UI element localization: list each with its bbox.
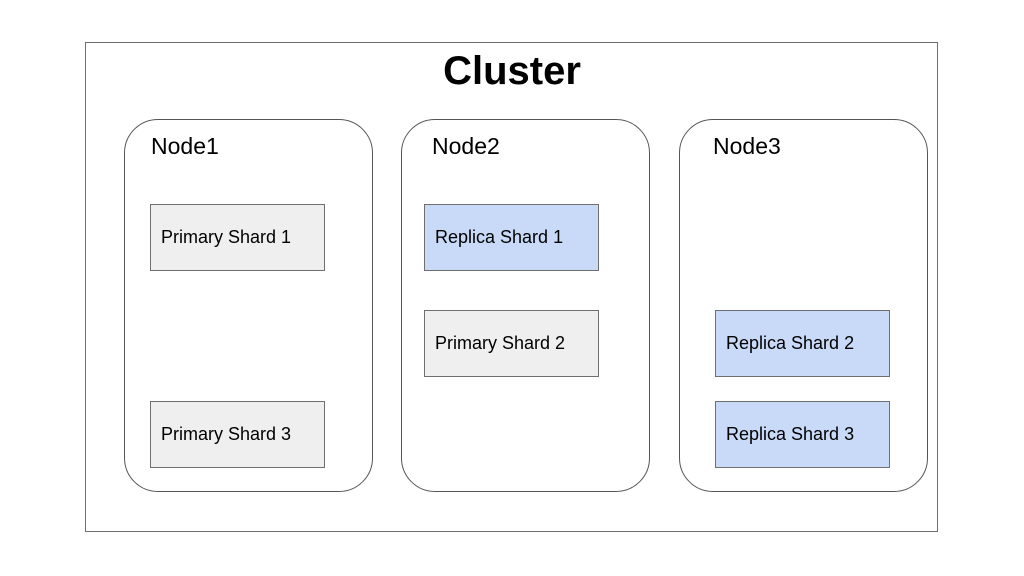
cluster-title: Cluster xyxy=(443,49,581,93)
shard-replica-2: Replica Shard 2 xyxy=(715,310,890,377)
node-2-box xyxy=(401,119,650,492)
shard-primary-2: Primary Shard 2 xyxy=(424,310,599,377)
node-1-label: Node1 xyxy=(151,133,219,159)
shard-replica-3: Replica Shard 3 xyxy=(715,401,890,468)
node-2-label: Node2 xyxy=(432,133,500,159)
shard-replica-1: Replica Shard 1 xyxy=(424,204,599,271)
node-3-label: Node3 xyxy=(713,133,781,159)
shard-primary-3: Primary Shard 3 xyxy=(150,401,325,468)
shard-primary-1: Primary Shard 1 xyxy=(150,204,325,271)
